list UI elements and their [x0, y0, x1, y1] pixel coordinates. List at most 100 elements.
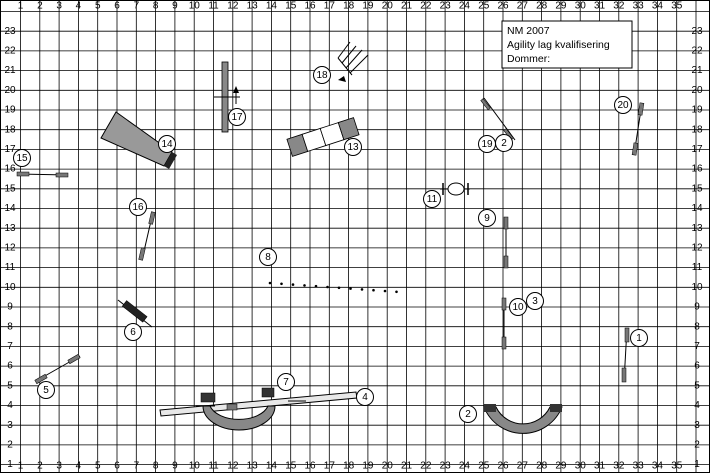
- column-label: 8: [153, 1, 159, 12]
- marker-number: 9: [484, 213, 490, 224]
- row-label: 19: [691, 105, 703, 116]
- row-label: 15: [4, 183, 16, 194]
- row-label: 23: [4, 26, 16, 37]
- row-label: 4: [7, 400, 13, 411]
- marker-number: 13: [347, 142, 359, 153]
- row-label: 17: [4, 144, 16, 155]
- column-label: 16: [304, 461, 316, 472]
- marker-number: 8: [265, 252, 271, 263]
- row-label: 18: [691, 124, 703, 135]
- info-line-judge: Dommer:: [507, 53, 550, 65]
- row-label: 4: [694, 400, 700, 411]
- row-label: 23: [691, 26, 703, 37]
- row-label: 7: [7, 341, 13, 352]
- marker-circle: [259, 248, 277, 266]
- seesaw-4: [159, 391, 358, 417]
- marker-number: 7: [283, 377, 289, 388]
- column-label: 20: [382, 1, 394, 12]
- row-label: 13: [691, 223, 703, 234]
- row-label: 12: [4, 243, 16, 254]
- column-label: 19: [362, 1, 374, 12]
- column-label: 12: [227, 461, 239, 472]
- marker-circle: [13, 149, 31, 167]
- column-label: 9: [172, 1, 178, 12]
- row-label: 13: [4, 223, 16, 234]
- obstacle-marker-8: 8: [259, 248, 277, 266]
- row-label: 16: [691, 164, 703, 175]
- weave-pole: [395, 290, 398, 294]
- row-label: 21: [4, 65, 16, 76]
- row-label: 18: [4, 124, 16, 135]
- obstacle-marker-17: 17: [228, 108, 246, 126]
- column-label: 10: [189, 461, 201, 472]
- row-label: 14: [4, 203, 16, 214]
- jump-15: [16, 171, 69, 178]
- weave-pole: [303, 284, 306, 287]
- column-label: 33: [633, 461, 645, 472]
- weave-pole: [280, 282, 283, 286]
- column-label: 15: [285, 461, 297, 472]
- obstacle-marker-5: 5: [37, 381, 55, 399]
- weave-pole: [291, 283, 295, 286]
- column-label: 12: [227, 1, 239, 12]
- obstacle-marker-9: 9: [478, 209, 496, 227]
- column-label: 1: [18, 461, 24, 472]
- row-label: 11: [692, 262, 703, 273]
- weave-pole: [326, 285, 329, 289]
- row-label: 14: [691, 203, 703, 214]
- row-label: 10: [4, 282, 16, 293]
- panel-jump-18: [337, 41, 369, 82]
- weave-pole: [383, 289, 387, 293]
- column-label: 25: [478, 461, 490, 472]
- jump-9: [503, 216, 509, 269]
- row-label: 9: [694, 302, 700, 313]
- weave-8: [268, 281, 398, 294]
- row-label: 7: [694, 341, 700, 352]
- marker-number: 5: [43, 385, 49, 396]
- column-label: 31: [594, 1, 606, 12]
- column-label: 17: [324, 461, 336, 472]
- column-label: 30: [575, 461, 587, 472]
- row-label: 5: [7, 380, 13, 391]
- column-label: 20: [382, 461, 394, 472]
- row-label: 2: [7, 440, 13, 451]
- row-label: 6: [694, 361, 700, 372]
- row-label: 10: [691, 282, 703, 293]
- marker-circle: [459, 405, 477, 423]
- row-label: 21: [691, 65, 703, 76]
- marker-number: 1: [636, 333, 642, 344]
- column-label: 13: [247, 461, 259, 472]
- column-label: 3: [56, 1, 62, 12]
- column-label: 31: [594, 461, 606, 472]
- course-info-box: NM 2007 Agility lag kvalifisering Dommer…: [501, 20, 633, 69]
- column-label: 30: [575, 1, 587, 12]
- column-label: 24: [459, 1, 471, 12]
- marker-circle: [630, 329, 648, 347]
- weave-pole: [337, 286, 341, 290]
- marker-circle: [423, 190, 441, 208]
- column-label: 26: [497, 461, 509, 472]
- row-label: 3: [7, 420, 13, 431]
- marker-number: 15: [16, 153, 28, 164]
- column-label: 34: [652, 1, 664, 12]
- column-label: 2: [37, 1, 43, 12]
- column-label: 25: [478, 1, 490, 12]
- marker-number: 2: [465, 409, 471, 420]
- jump-1: [621, 327, 630, 383]
- column-label: 28: [536, 461, 548, 472]
- column-label: 22: [420, 1, 432, 12]
- marker-circle: [344, 138, 362, 156]
- marker-circle: [313, 66, 331, 84]
- marker-circle: [124, 323, 142, 341]
- jump-16: [138, 211, 156, 261]
- column-label: 15: [285, 1, 297, 12]
- column-label: 11: [208, 461, 219, 472]
- marker-circle: [228, 108, 246, 126]
- obstacle-marker-10: 10: [509, 298, 527, 316]
- column-label: 14: [266, 1, 278, 12]
- column-label: 28: [536, 1, 548, 12]
- tunnel-2: [483, 404, 563, 434]
- column-label: 29: [555, 1, 567, 12]
- jump-17: [214, 61, 240, 133]
